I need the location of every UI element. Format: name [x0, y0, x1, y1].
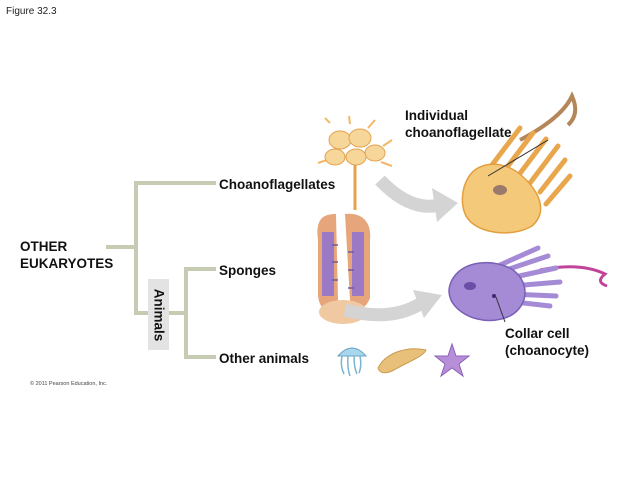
individual-choanoflagellate-illustration: [461, 91, 578, 234]
sponge-illustration: [317, 213, 371, 324]
collar-cell-label: Collar cell (choanocyte): [505, 325, 589, 359]
arrow-to-collar-cell: [343, 290, 442, 322]
individual-line2: choanoflagellate: [405, 125, 512, 140]
other-animals-illustration: [336, 342, 471, 378]
other-eukaryotes-line1: OTHER: [20, 239, 68, 254]
choanoflagellates-label: Choanoflagellates: [219, 177, 336, 192]
other-eukaryotes-label: OTHER EUKARYOTES: [20, 238, 113, 272]
other-animals-label: Other animals: [219, 351, 310, 366]
collar-cell-illustration: [448, 245, 608, 323]
copyright-notice: © 2011 Pearson Education, Inc.: [30, 381, 108, 387]
arrow-to-individual: [375, 175, 458, 222]
sponges-label: Sponges: [219, 263, 277, 278]
figure-label: Figure 32.3: [6, 6, 57, 17]
collar-line1: Collar cell: [505, 326, 570, 341]
collar-line2: (choanocyte): [505, 343, 590, 358]
other-eukaryotes-line2: EUKARYOTES: [20, 256, 114, 271]
choanoflagellate-colony-illustration: [317, 115, 393, 210]
individual-line1: Individual: [405, 108, 469, 123]
tree-branches: [106, 181, 216, 359]
animals-band: [148, 279, 169, 350]
animals-label: Animals: [151, 288, 166, 341]
individual-choanoflagellate-label: Individual choanoflagellate: [405, 107, 512, 141]
